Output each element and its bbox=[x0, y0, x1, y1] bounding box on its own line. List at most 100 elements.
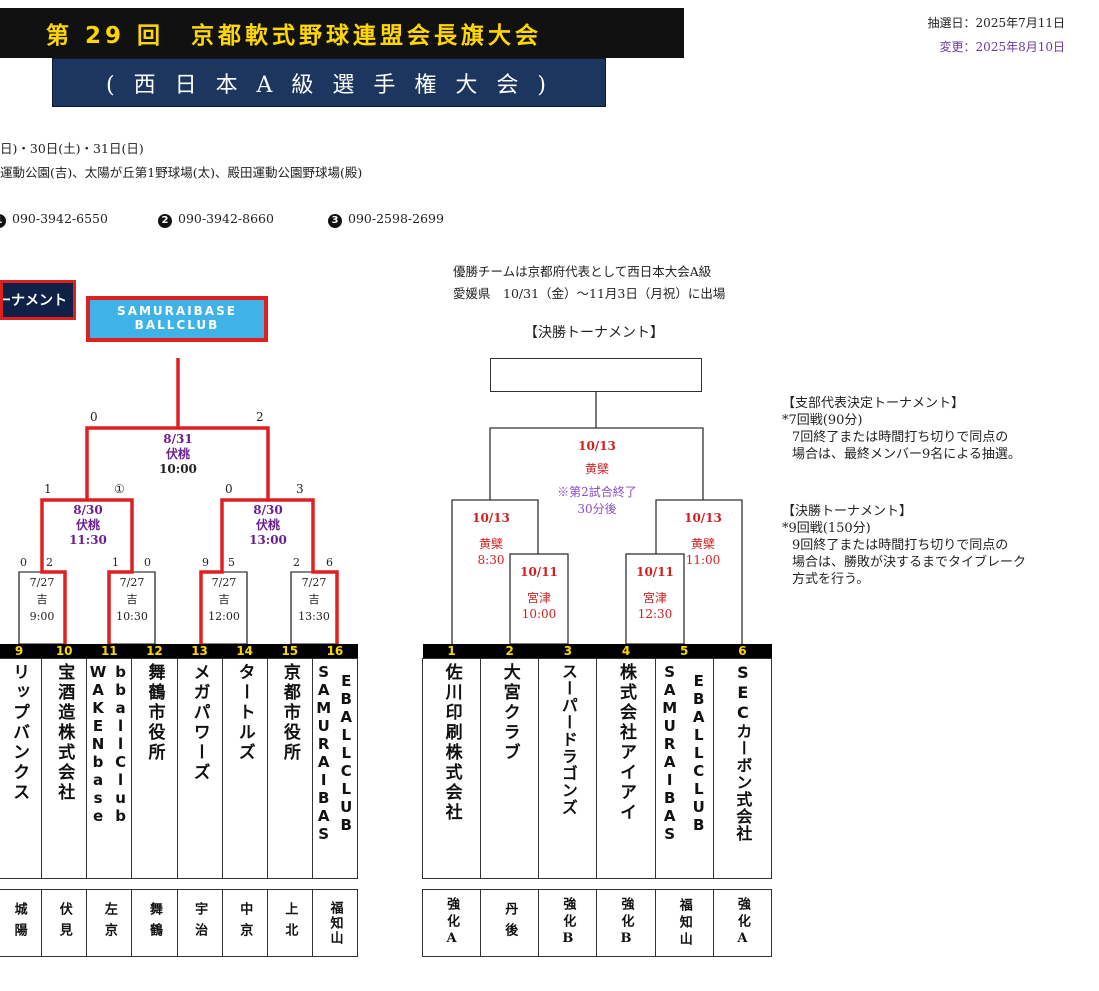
phone-2-number: 090-3942-8660 bbox=[178, 211, 274, 226]
team-name-cell: 佐川印刷株式会社 bbox=[421, 658, 482, 879]
final-rule-3: 場合は、勝敗が決するまでタイブレーク bbox=[792, 555, 1027, 570]
team-region: 強化A bbox=[734, 896, 750, 950]
final-rule-4: 方式を行う。 bbox=[792, 572, 870, 587]
team-region-cell: 強化B bbox=[538, 889, 598, 957]
team-name-cell: 京都市役所 bbox=[266, 658, 313, 879]
team-region: 左京 bbox=[101, 902, 117, 944]
team-region: 上北 bbox=[282, 902, 298, 944]
r1m4-info: 7/27 吉 13:30 bbox=[291, 574, 337, 625]
semi1-info: 8/30 伏桃 11:30 bbox=[60, 503, 116, 548]
branch-rule-3: 場合は、最終メンバー9名による抽選。 bbox=[792, 447, 1021, 462]
winner-box: SAMURAIBASE BALLCLUB bbox=[86, 296, 268, 342]
semi2-score-left: 0 bbox=[225, 482, 233, 496]
team-region-cell: 舞鶴 bbox=[131, 889, 178, 957]
venues-line: 運動公園(吉)、太陽が丘第1野球場(太)、殿田運動公園野球場(殿) bbox=[0, 165, 363, 180]
team-number: 11 bbox=[86, 644, 132, 659]
team-region-cell: 城陽 bbox=[0, 889, 43, 957]
team-name-cell: 宝酒造株式会社 bbox=[41, 658, 88, 879]
semi1-score-left: 1 bbox=[44, 482, 52, 496]
rfirst2-date: 10/11 bbox=[636, 565, 674, 579]
r1m4-venue: 吉 bbox=[308, 593, 320, 606]
change-date: 変更：2025年8月10日 bbox=[939, 40, 1065, 54]
branch-rules: 【支部代表決定トーナメント】 *7回戦(90分) 7回終了または時間打ち切りで同… bbox=[782, 395, 1021, 463]
team-region: 宇治 bbox=[192, 902, 208, 944]
team-number: 10 bbox=[41, 644, 87, 659]
r1m3-score-left: 9 bbox=[202, 556, 209, 569]
team-number: 16 bbox=[312, 644, 358, 659]
page-subtitle: ( 西 日 本 A 級 選 手 権 大 会 ) bbox=[52, 58, 606, 107]
team-name: 大宮クラブ bbox=[499, 663, 520, 763]
r1m1-info: 7/27 吉 9:00 bbox=[19, 574, 65, 625]
final-date: 8/31 bbox=[163, 432, 193, 446]
r1m4-score-left: 2 bbox=[293, 556, 300, 569]
team-name-cell: 大宮クラブ bbox=[480, 658, 540, 879]
r1m3-time: 12:00 bbox=[208, 610, 240, 623]
team-region: 強化B bbox=[618, 896, 634, 950]
team-name: WAKENbase bbox=[89, 663, 108, 825]
team-number: 4 bbox=[596, 644, 656, 659]
final-rules-title: 【決勝トーナメント】 bbox=[782, 504, 913, 519]
rsemi1-date: 10/13 bbox=[472, 511, 510, 525]
team-region-cell: 左京 bbox=[86, 889, 133, 957]
rsemi2-venue: 黄檗 bbox=[690, 537, 715, 551]
r1m1-venue: 吉 bbox=[36, 593, 48, 606]
team-name: タートルズ bbox=[234, 663, 255, 763]
final-score-right: 2 bbox=[256, 410, 264, 424]
team-region: 強化A bbox=[444, 896, 460, 950]
team-name-cell: リップバンクス bbox=[0, 658, 43, 879]
semi2-venue: 伏桃 bbox=[255, 518, 280, 532]
rsemi1-time: 8:30 bbox=[477, 553, 505, 567]
team-number: 9 bbox=[0, 644, 42, 659]
rfirst2-info: 10/11 宮津 12:30 bbox=[626, 564, 684, 622]
team-number: 1 bbox=[422, 644, 481, 659]
r1m4-date: 7/27 bbox=[301, 576, 327, 589]
team-number: 2 bbox=[480, 644, 539, 659]
phone-1: 1090-3942-6550 bbox=[0, 211, 108, 228]
rsemi1-info: 10/13 黄檗 8:30 bbox=[462, 510, 520, 568]
winner-name-line2: BALLCLUB bbox=[134, 318, 220, 332]
team-number: 3 bbox=[538, 644, 597, 659]
team-region-cell: 上北 bbox=[266, 889, 313, 957]
r1m1-score-right: 2 bbox=[46, 556, 53, 569]
team-name: スーパードラゴンズ bbox=[558, 663, 578, 816]
team-name: EBALLCLUB bbox=[689, 672, 708, 834]
semi1-time: 11:30 bbox=[69, 533, 107, 547]
team-region-cell: 福知山 bbox=[311, 889, 359, 957]
team-name: SAMURAIBAS bbox=[660, 663, 679, 843]
team-region: 強化B bbox=[560, 896, 576, 950]
rsemi2-info: 10/13 黄檗 11:00 bbox=[674, 510, 732, 568]
team-name: EBALLCLUB bbox=[337, 672, 356, 834]
r1m2-score-right: 0 bbox=[144, 556, 151, 569]
team-number: 14 bbox=[222, 644, 268, 659]
r1m2-date: 7/27 bbox=[119, 576, 145, 589]
team-region-cell: 宇治 bbox=[176, 889, 223, 957]
rfirst1-venue: 宮津 bbox=[526, 591, 551, 605]
semi2-info: 8/30 伏桃 13:00 bbox=[240, 503, 296, 548]
team-region: 中京 bbox=[237, 902, 253, 944]
team-region-cell: 強化A bbox=[421, 889, 482, 957]
rfinal-note-line2: 30分後 bbox=[577, 502, 617, 516]
left-teams-table: 9 10 11 12 13 14 15 16 リップバンクス 宝酒造株式会社 W… bbox=[0, 644, 359, 957]
team-name: 京都市役所 bbox=[279, 663, 300, 763]
number-three-icon: 3 bbox=[328, 214, 342, 228]
team-number: 13 bbox=[177, 644, 223, 659]
tournament-label: ーナメント bbox=[0, 280, 76, 320]
r1m3-info: 7/27 吉 12:00 bbox=[201, 574, 247, 625]
notice-line-1: 優勝チームは京都府代表として西日本大会A級 bbox=[453, 264, 712, 279]
team-region: 福知山 bbox=[327, 900, 343, 946]
r1m2-score-left: 1 bbox=[112, 556, 119, 569]
team-region: 城陽 bbox=[11, 902, 27, 944]
final-tournament-title: 【決勝トーナメント】 bbox=[524, 325, 664, 341]
semi1-venue: 伏桃 bbox=[75, 518, 100, 532]
team-number: 12 bbox=[131, 644, 177, 659]
semi1-score-right: ① bbox=[114, 482, 125, 496]
r1m1-time: 9:00 bbox=[29, 610, 55, 623]
r1m1-date: 7/27 bbox=[29, 576, 55, 589]
team-region: 伏見 bbox=[56, 902, 72, 944]
rfinal-info: 10/13 黄檗 bbox=[560, 438, 634, 478]
r1m4-time: 13:30 bbox=[298, 610, 330, 623]
team-region-cell: 福知山 bbox=[654, 889, 714, 957]
team-name: 佐川印刷株式会社 bbox=[441, 663, 462, 823]
